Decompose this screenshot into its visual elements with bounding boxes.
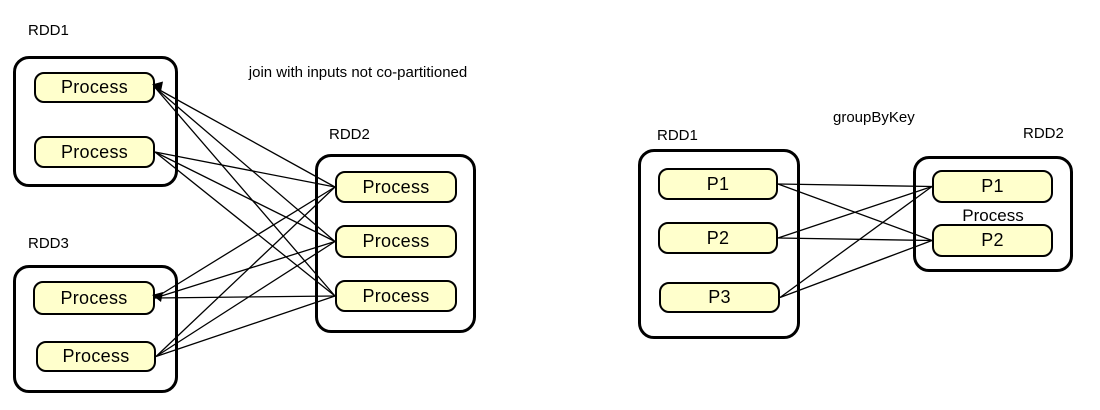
left-rdd2-partition-1: Process	[335, 171, 457, 203]
left-rdd2-label: RDD2	[329, 126, 370, 143]
left-diagram-title: join with inputs not co-partitioned	[248, 64, 468, 81]
left-rdd3-partition-1: Process	[33, 281, 155, 315]
right-rdd1-label: RDD1	[657, 127, 698, 144]
right-rdd1-partition-p2: P2	[658, 222, 778, 254]
left-rdd2-partition-2: Process	[335, 225, 457, 258]
right-rdd1-partition-p3: P3	[659, 282, 780, 313]
left-rdd1-partition-1: Process	[34, 72, 155, 103]
left-rdd3-label: RDD3	[28, 235, 69, 252]
right-rdd2-partition-p1: P1	[932, 170, 1053, 203]
left-rdd1-partition-2: Process	[34, 136, 155, 168]
left-rdd1-label: RDD1	[28, 22, 69, 39]
right-diagram-title: groupByKey	[833, 109, 915, 126]
right-rdd2-partition-p2: P2	[932, 224, 1053, 257]
right-rdd1-partition-p1: P1	[658, 168, 778, 200]
right-rdd2-process-note: Process	[962, 206, 1024, 225]
left-rdd3-partition-2: Process	[36, 341, 156, 372]
right-rdd2-label: RDD2	[1023, 125, 1064, 142]
left-rdd2-partition-3: Process	[335, 280, 457, 312]
